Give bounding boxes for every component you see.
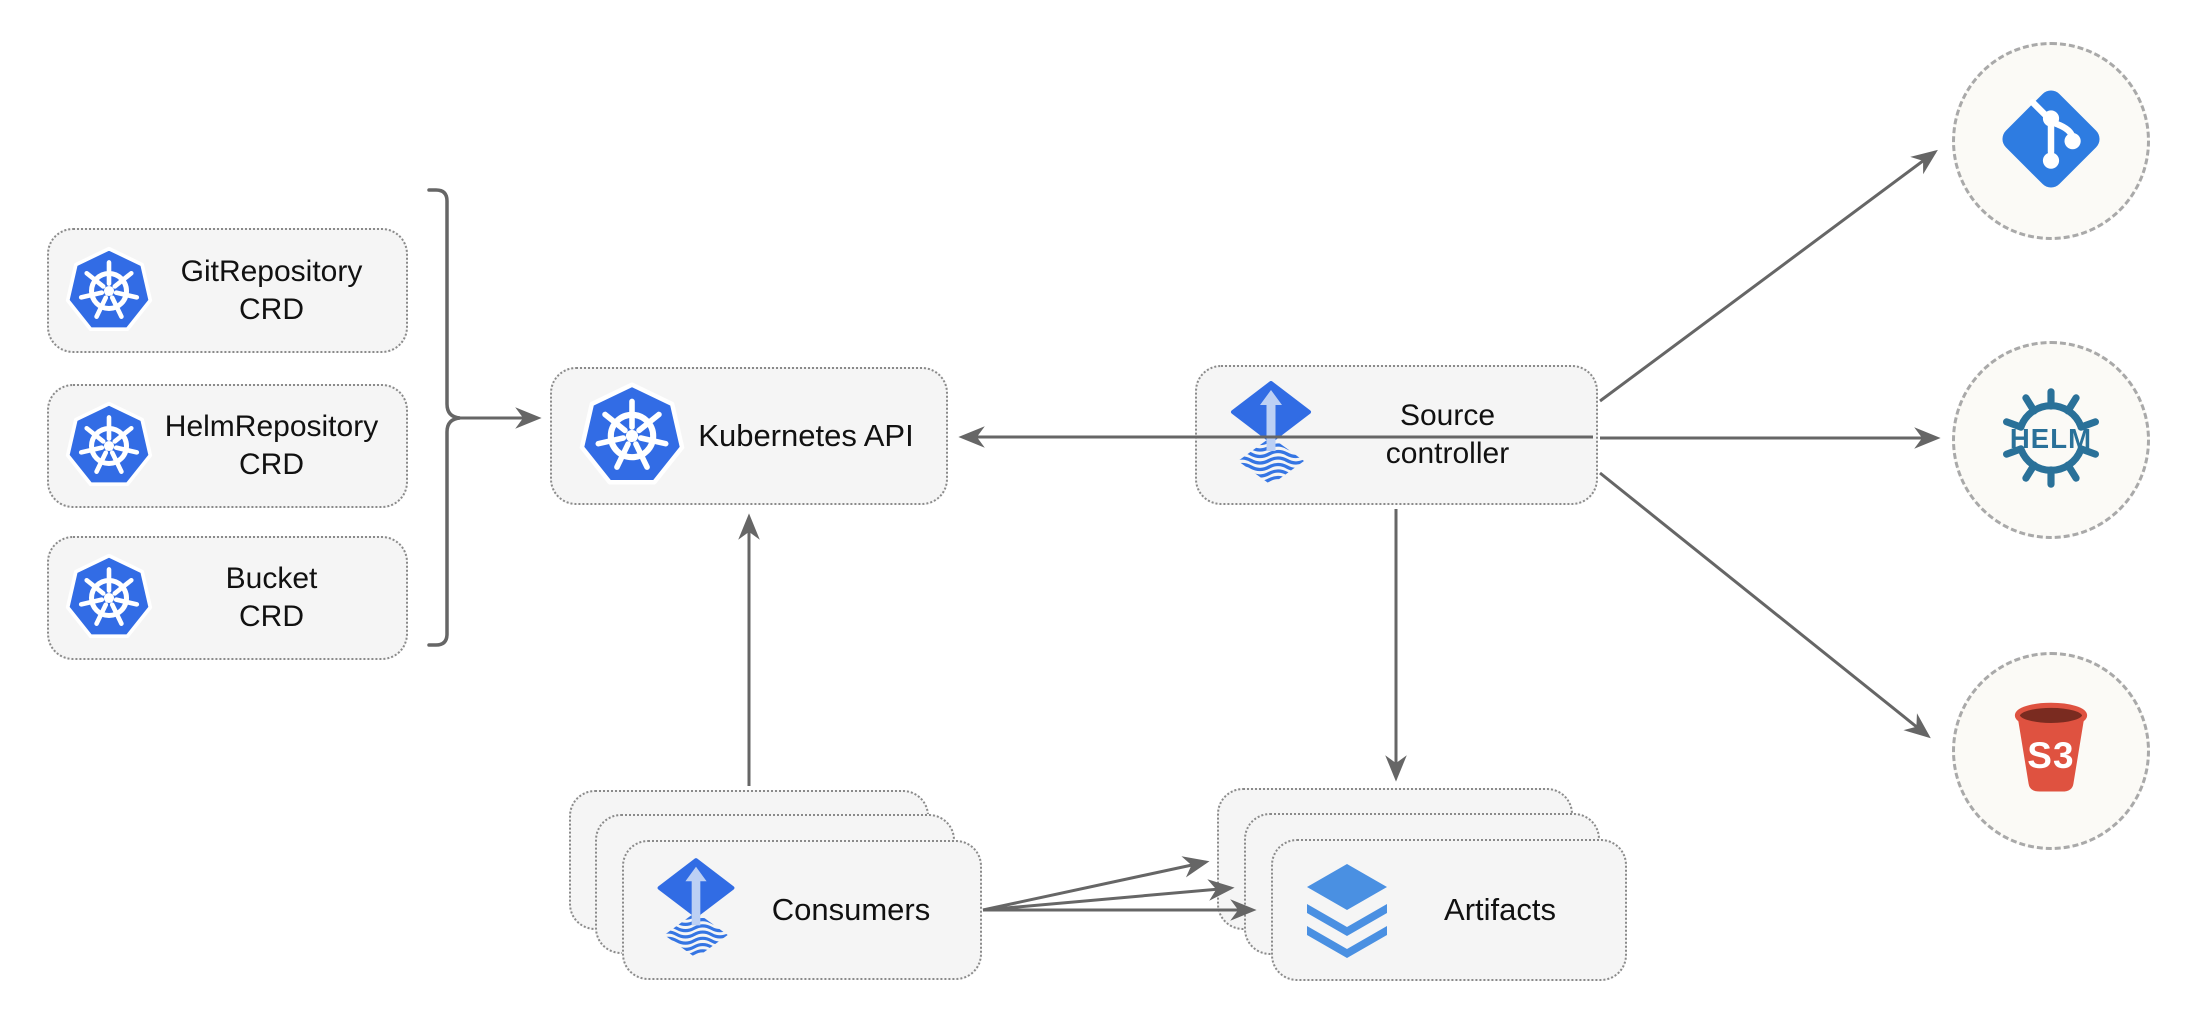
layers-icon	[1297, 860, 1397, 960]
git-icon	[1997, 85, 2105, 198]
node-source-controller: Source controller	[1195, 365, 1598, 505]
node-label-line2: CRD	[239, 292, 304, 326]
s3-wordmark: S3	[2027, 735, 2074, 776]
flux-icon	[1221, 381, 1321, 489]
node-label-text: Kubernetes API	[698, 418, 914, 453]
node-label: GitRepository CRD	[155, 253, 388, 329]
node-label-line2: controller	[1385, 437, 1510, 470]
node-label-text: Consumers	[771, 892, 931, 927]
node-label-line1: Source	[1399, 399, 1496, 432]
node-label: Bucket CRD	[155, 560, 388, 636]
s3-bucket-icon: S3	[1995, 693, 2107, 810]
node-artifacts: Artifacts	[1271, 839, 1627, 981]
kubernetes-icon	[576, 378, 688, 494]
helm-wordmark: HELM	[2010, 422, 2092, 453]
arrow-consumers-to-artifacts-back	[982, 856, 1210, 912]
kubernetes-icon	[63, 550, 155, 646]
crd-group-bracket	[427, 188, 461, 647]
node-consumers: Consumers	[622, 840, 982, 980]
arrow-source-controller-to-git	[1599, 149, 1938, 403]
node-label-text: Artifacts	[1444, 892, 1556, 927]
kubernetes-icon	[63, 398, 155, 494]
node-label-line1: HelmRepository	[164, 410, 379, 443]
node-label: HelmRepository CRD	[155, 408, 388, 484]
endpoint-s3-bucket: S3	[1952, 652, 2150, 850]
node-label-line2: CRD	[239, 600, 304, 633]
node-gitrepository-crd: GitRepository CRD	[47, 228, 408, 353]
node-label: Source controller	[1321, 397, 1574, 473]
endpoint-helm-repository: HELM	[1952, 341, 2150, 539]
arrow-consumers-to-artifacts-middle	[982, 879, 1235, 912]
node-kubernetes-api: Kubernetes API	[550, 367, 948, 505]
node-label-line1: Bucket	[225, 562, 318, 595]
helm-icon: HELM	[1996, 383, 2106, 498]
arrow-source-controller-to-s3	[1599, 471, 1931, 739]
node-helmrepository-crd: HelmRepository CRD	[47, 384, 408, 508]
flux-icon	[648, 858, 744, 962]
kubernetes-icon	[63, 243, 155, 339]
node-label: Artifacts	[1397, 891, 1603, 929]
node-label: Kubernetes API	[688, 417, 924, 455]
node-bucket-crd: Bucket CRD	[47, 536, 408, 660]
node-label: Consumers	[744, 891, 958, 929]
endpoint-git-repository	[1952, 42, 2150, 240]
node-label-line1: GitRepository	[180, 254, 363, 288]
node-label-line2: CRD	[239, 448, 304, 481]
